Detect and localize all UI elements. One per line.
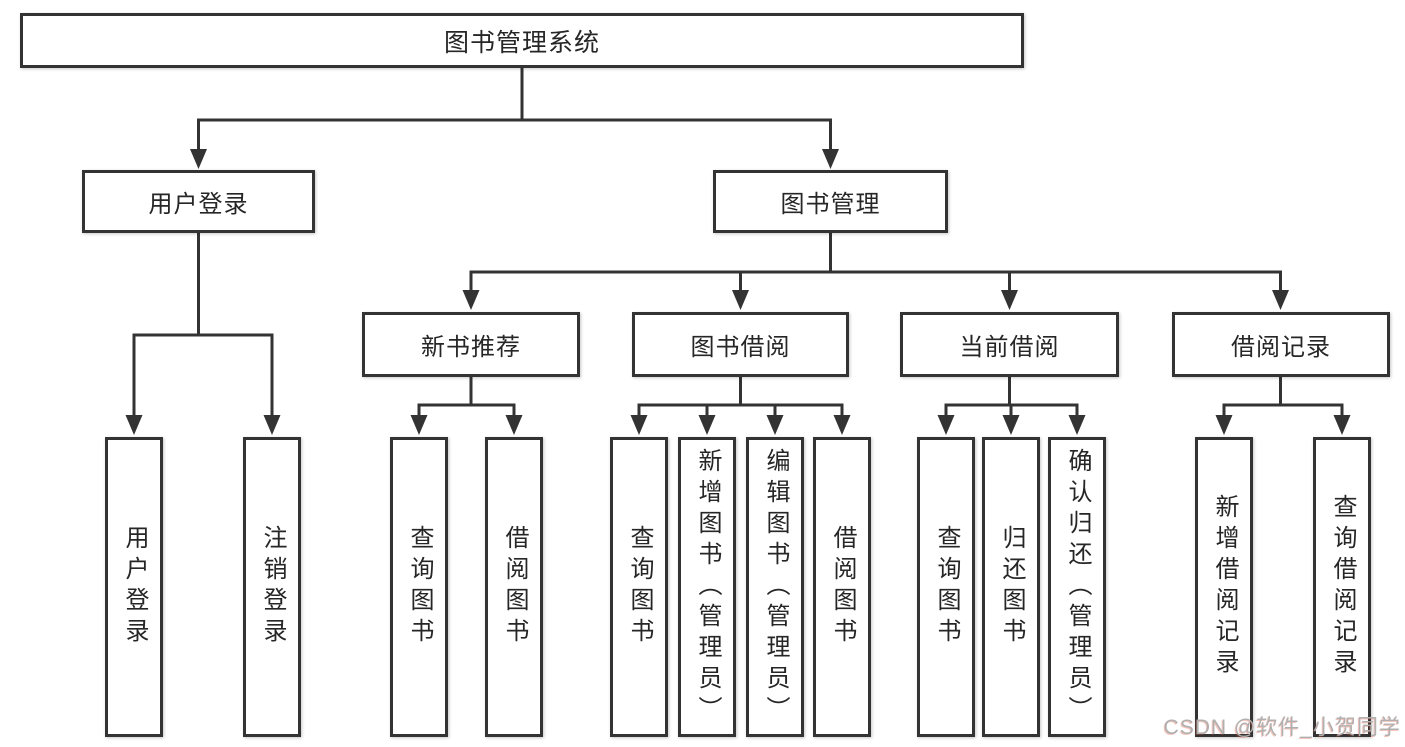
leaf-logout-login: 注销登录	[243, 437, 301, 737]
leaf-borrow-edit-books-admin: 编辑图书（管理员）	[746, 437, 804, 737]
leaf-borrow-borrow-books: 借阅图书	[813, 437, 871, 737]
arrowhead-icon	[630, 415, 648, 435]
leaf-label: 查询借阅记录	[1329, 494, 1356, 680]
leaf-label: 查询图书	[406, 525, 433, 649]
leaf-current-return-books: 归还图书	[982, 437, 1040, 737]
arrowhead-icon	[1002, 415, 1020, 435]
connector-current-borrow-to-leaves	[937, 377, 1086, 435]
arrowhead-icon	[462, 290, 480, 310]
leaf-label: 借阅图书	[501, 525, 528, 649]
arrowhead-icon	[1001, 290, 1018, 310]
arrowhead-icon	[698, 415, 716, 435]
arrowhead-icon	[410, 415, 428, 435]
leaf-label: 编辑图书（管理员）	[762, 447, 789, 727]
connector-line	[417, 377, 516, 417]
arrowhead-icon	[263, 415, 281, 435]
leaf-borrow-add-books-admin: 新增图书（管理员）	[678, 437, 736, 737]
leaf-records-query-borrow-record: 查询借阅记录	[1313, 437, 1371, 737]
leaf-label: 新增图书（管理员）	[694, 447, 721, 727]
arrowhead-icon	[833, 415, 851, 435]
leaf-label: 新增借阅记录	[1211, 494, 1238, 680]
leaf-newbook-borrow-books: 借阅图书	[485, 437, 543, 737]
arrowhead-icon	[125, 415, 143, 435]
node-book-borrow: 图书借阅	[632, 312, 849, 377]
arrowhead-icon	[1272, 290, 1289, 310]
arrowhead-icon	[766, 415, 784, 435]
connector-user-login-to-leaves	[125, 233, 281, 435]
leaf-label: 借阅图书	[829, 525, 856, 649]
leaf-label: 查询图书	[626, 525, 653, 649]
leaf-newbook-query-books: 查询图书	[390, 437, 448, 737]
arrowhead-icon	[732, 290, 749, 310]
leaf-user-login: 用户登录	[105, 437, 163, 737]
arrowhead-icon	[505, 415, 523, 435]
node-new-book-recommend: 新书推荐	[362, 312, 580, 377]
connector-line	[469, 233, 1282, 292]
arrowhead-icon	[1215, 415, 1233, 435]
node-book-management: 图书管理	[713, 170, 948, 233]
connector-borrow-records-to-leaves	[1215, 377, 1351, 435]
node-current-borrow: 当前借阅	[900, 312, 1119, 377]
connector-book-borrow-to-leaves	[630, 377, 851, 435]
connector-line	[197, 68, 832, 151]
connector-root-to-level2	[190, 68, 839, 169]
node-root-library-system: 图书管理系统	[20, 13, 1024, 68]
leaf-records-add-borrow-record: 新增借阅记录	[1195, 437, 1253, 737]
leaf-borrow-query-books: 查询图书	[610, 437, 668, 737]
leaf-current-confirm-return-admin: 确认归还（管理员）	[1048, 437, 1106, 737]
arrowhead-icon	[937, 415, 955, 435]
leaf-label: 用户登录	[121, 525, 148, 649]
arrowhead-icon	[190, 149, 207, 169]
leaf-label: 注销登录	[259, 525, 286, 649]
connector-line	[132, 233, 274, 417]
connector-line	[1222, 377, 1344, 417]
leaf-label: 归还图书	[998, 525, 1025, 649]
arrowhead-icon	[822, 149, 839, 169]
arrowhead-icon	[1333, 415, 1351, 435]
leaf-label: 确认归还（管理员）	[1064, 447, 1091, 727]
connector-line	[944, 377, 1079, 417]
node-user-login: 用户登录	[82, 170, 315, 233]
connector-line	[637, 377, 844, 417]
arrowhead-icon	[1068, 415, 1086, 435]
csdn-watermark: CSDN @软件_小贺同学	[1163, 716, 1401, 739]
leaf-current-query-books: 查询图书	[917, 437, 975, 737]
connector-book-management-to-level3	[462, 233, 1289, 310]
leaf-label: 查询图书	[933, 525, 960, 649]
connector-new-book-to-leaves	[410, 377, 523, 435]
node-borrow-records: 借阅记录	[1172, 312, 1390, 377]
